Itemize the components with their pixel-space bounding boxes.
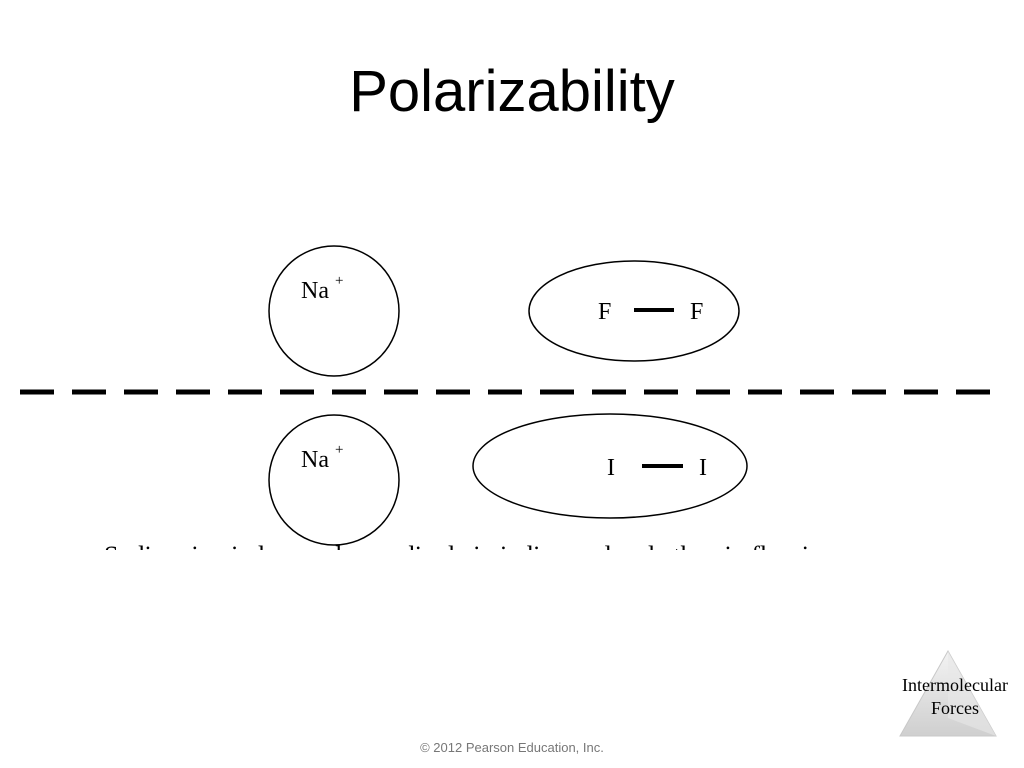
copyright-notice: © 2012 Pearson Education, Inc. [420, 740, 604, 755]
badge-text: Intermolecular Forces [890, 674, 1020, 720]
bottom-row: Na + I I [268, 413, 748, 546]
f-atom-left: F [598, 299, 611, 325]
top-row: Na + F F [268, 245, 740, 377]
i-atom-left: I [607, 455, 615, 481]
i-atom-right: I [699, 455, 707, 481]
intermolecular-forces-badge: Intermolecular Forces [890, 648, 1020, 740]
na-ion-charge-top: + [335, 273, 343, 289]
triangle-logo-icon [899, 649, 997, 737]
na-ion-label-bottom: Na [301, 447, 329, 473]
na-ion-circle-top [268, 245, 400, 377]
caption-text: Sodium ion induces a larger dipole in io… [104, 541, 834, 550]
slide-title: Polarizability [349, 59, 675, 124]
i2-electron-cloud [472, 413, 748, 519]
badge-line-2: Forces [931, 698, 979, 718]
na-ion-label-top: Na [301, 278, 329, 304]
na-ion-charge-bottom: + [335, 442, 343, 458]
f2-electron-cloud [528, 260, 740, 362]
badge-line-1: Intermolecular [902, 675, 1008, 695]
f-atom-right: F [690, 299, 703, 325]
na-ion-circle-bottom [268, 414, 400, 546]
caption-clipped: Sodium ion induces a larger dipole in io… [0, 538, 1024, 550]
